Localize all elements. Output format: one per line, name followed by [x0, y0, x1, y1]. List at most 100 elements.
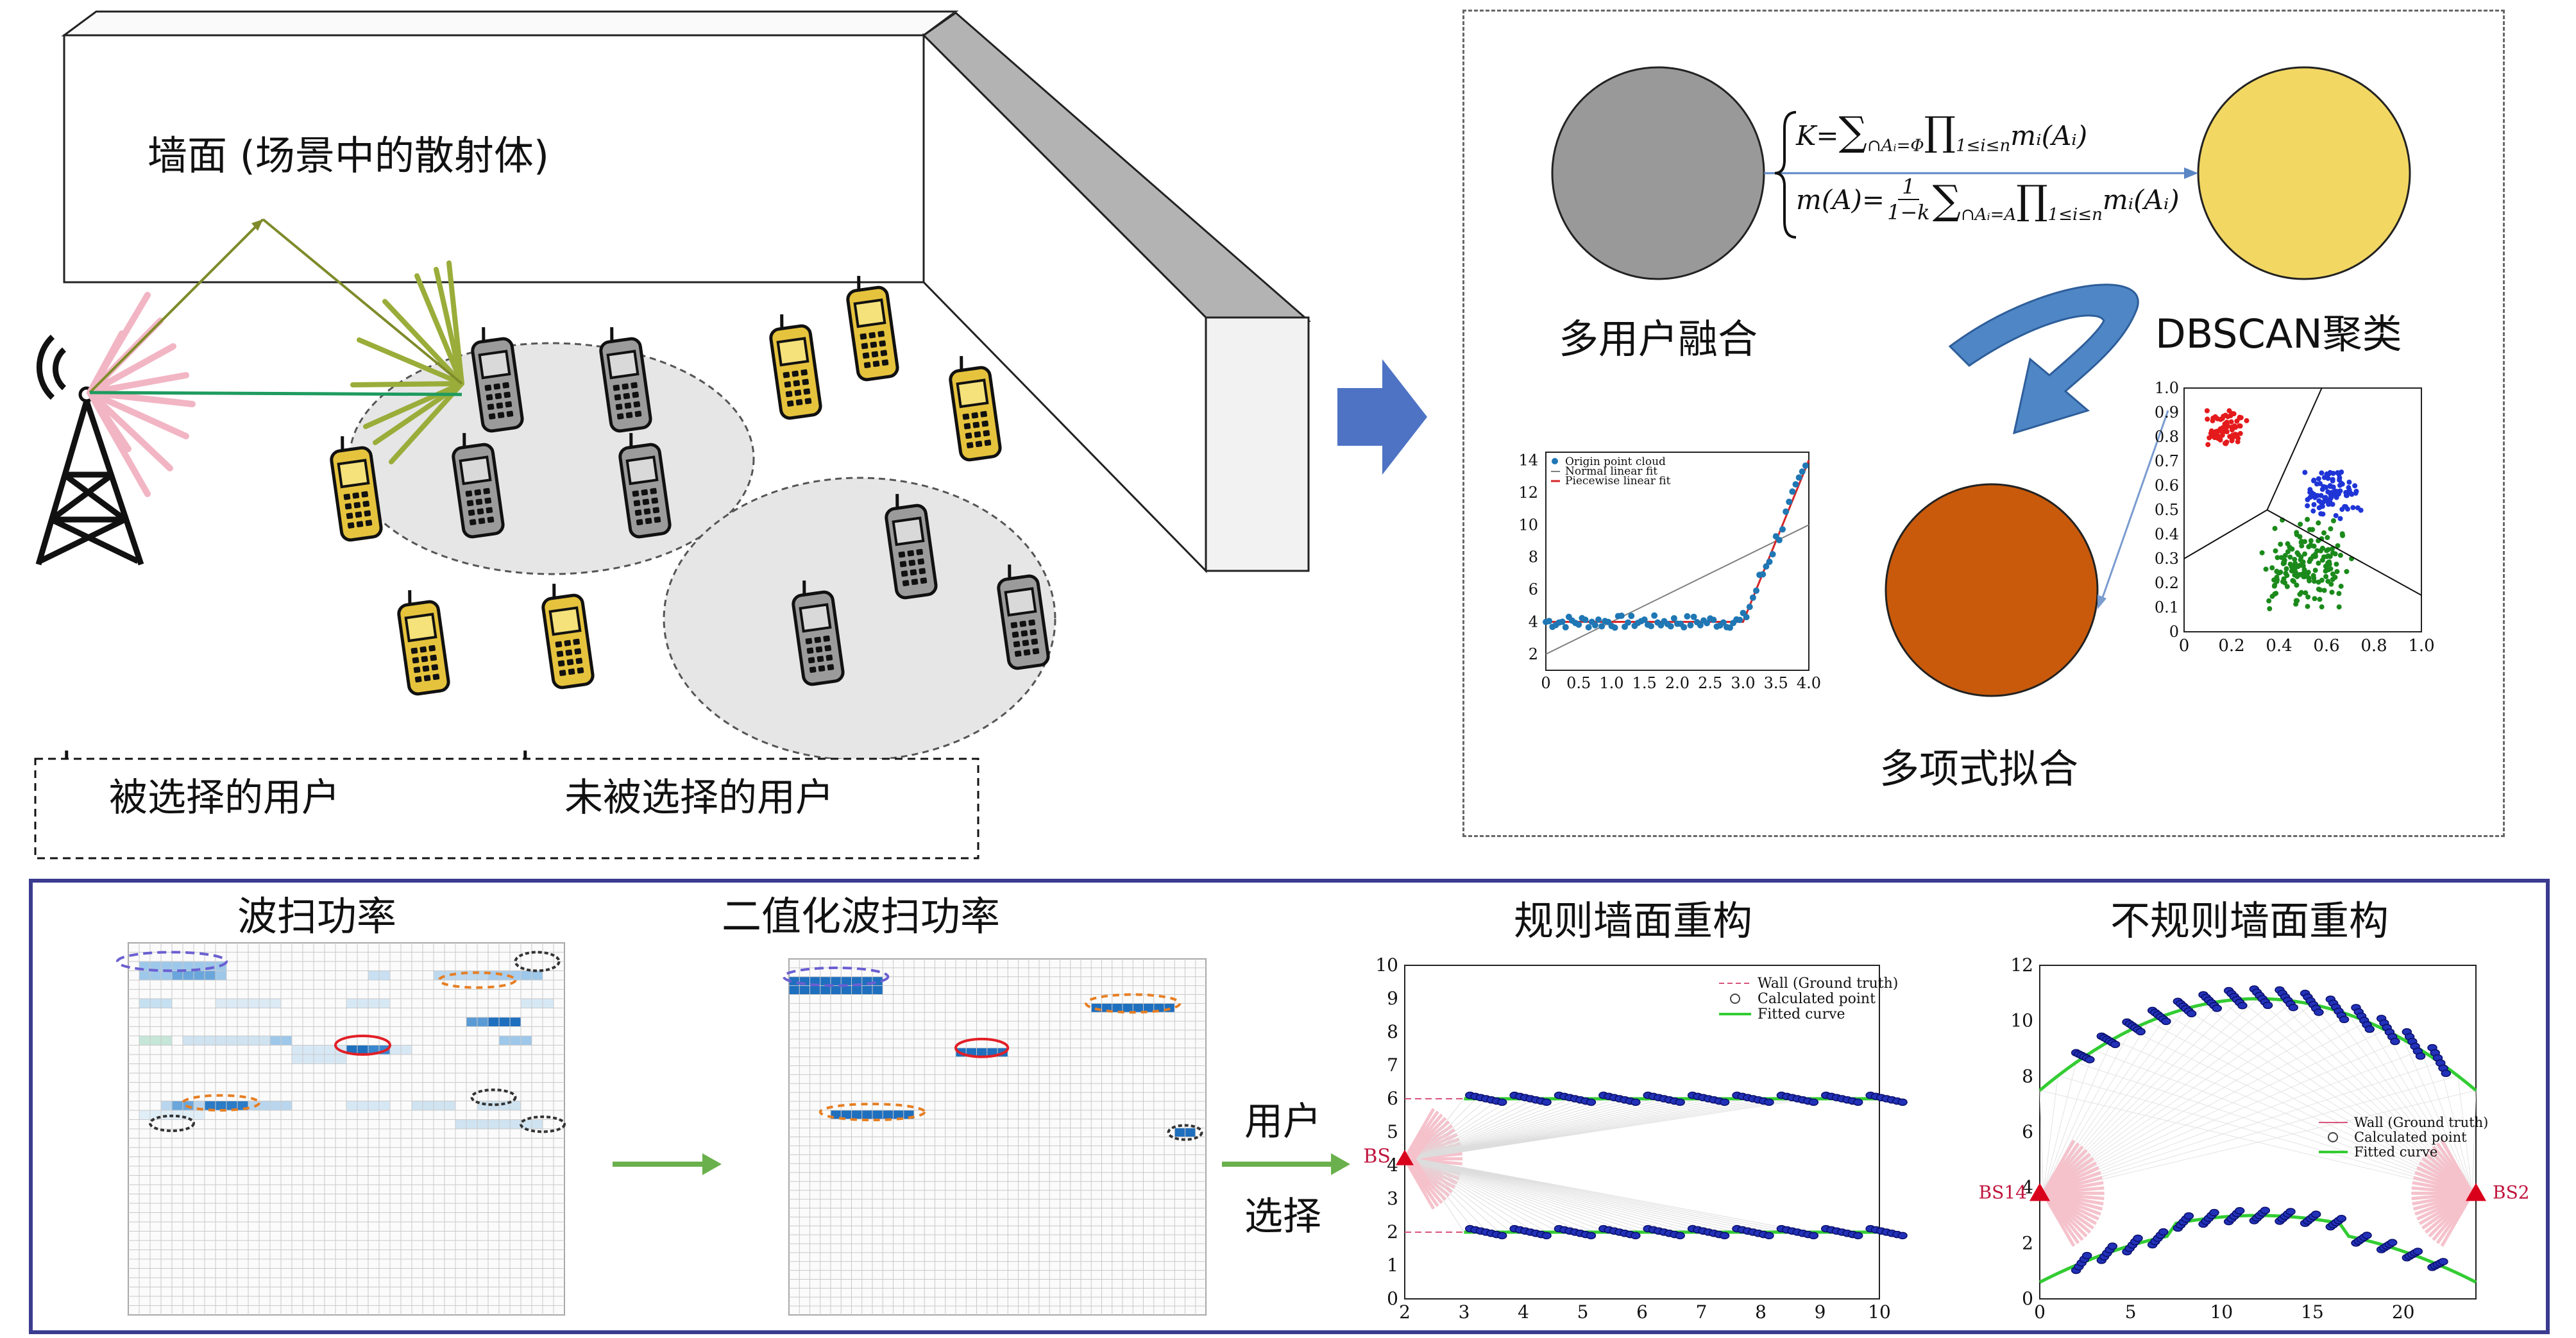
cluster-point	[2218, 428, 2224, 434]
data-point	[1736, 616, 1743, 623]
ray-line	[2148, 1021, 2473, 1194]
cluster-point	[2338, 584, 2344, 589]
cluster-point	[2320, 511, 2326, 517]
data-point	[1651, 612, 1658, 619]
tick-label: 2	[1387, 1221, 1398, 1242]
ray-line	[1416, 1158, 1595, 1233]
cluster-point	[2353, 490, 2359, 496]
tick-label: 9	[1387, 988, 1398, 1009]
cluster-point	[2294, 582, 2300, 588]
legend-marker	[1730, 994, 1740, 1004]
calculated-point	[2362, 1232, 2372, 1239]
calculated-point	[2285, 1208, 2296, 1215]
cluster-point	[2244, 418, 2250, 423]
tick-label: 6	[1529, 580, 1538, 598]
cluster-point	[2281, 576, 2287, 582]
data-point	[1611, 624, 1618, 631]
cluster-point	[2358, 507, 2364, 513]
user-cluster-ellipse-1	[348, 342, 755, 575]
cluster-point	[2330, 577, 2335, 582]
calculated-point	[1496, 1098, 1507, 1106]
cluster-point	[2318, 500, 2324, 505]
legend-label: Wall (Ground truth)	[1758, 976, 1898, 992]
ray-line	[1416, 1158, 1524, 1233]
beam-ray	[2440, 1139, 2474, 1194]
cluster-point	[2278, 555, 2284, 561]
cluster-point	[2325, 499, 2330, 505]
ray-line	[2043, 1075, 2458, 1194]
cluster-point	[2329, 546, 2335, 552]
ray-line	[2457, 1076, 2473, 1194]
cluster-point	[2272, 525, 2278, 531]
data-point	[1759, 571, 1767, 578]
tick-label: 1.0	[2155, 379, 2179, 397]
highlight-ellipse	[182, 1094, 260, 1112]
ray-line	[2043, 1049, 2422, 1194]
cluster-point	[2326, 567, 2332, 573]
cluster-point	[2328, 581, 2334, 587]
data-point	[1779, 526, 1786, 533]
ray-line	[1416, 1098, 1488, 1159]
cluster-point	[2330, 518, 2336, 523]
flow-arrow-right-icon	[1337, 359, 1427, 475]
ray-line	[1416, 1098, 1654, 1160]
poly-label: 多项式拟合	[1879, 745, 2079, 792]
formula-k-row: K=∑∩Aᵢ=Φ∏1≤i≤nmᵢ(Aᵢ)	[1796, 108, 2088, 156]
data-point	[1582, 616, 1589, 623]
tick-label: 9	[1815, 1301, 1826, 1323]
calculated-point	[2158, 1228, 2169, 1236]
cluster-point	[2292, 570, 2298, 575]
boundary-line	[2267, 509, 2422, 596]
tick-label: 0.6	[2313, 636, 2339, 656]
cluster-point	[2342, 504, 2348, 509]
cluster-point	[2300, 571, 2306, 577]
tick-label: 2.0	[1665, 674, 1690, 692]
bs-marker	[2029, 1183, 2050, 1201]
phone-selected-icon	[471, 327, 524, 433]
phone-unselected-icon	[769, 314, 822, 420]
cluster-point	[2319, 577, 2325, 583]
cluster-point	[2287, 554, 2293, 560]
tick-label: 0.5	[2155, 501, 2179, 519]
phone-unselected-icon	[949, 356, 1002, 462]
legend-marker	[1552, 458, 1558, 464]
beam-pattern-green	[350, 260, 464, 464]
calculated-point	[2133, 1234, 2143, 1242]
cluster-point	[2311, 477, 2317, 483]
cluster-point	[2205, 416, 2210, 422]
ray-line	[2043, 1076, 2058, 1194]
tick-label: 2	[2022, 1232, 2033, 1253]
phone-unselected-icon	[846, 276, 899, 382]
tick-label: 8	[2022, 1065, 2033, 1087]
flow-arrow-green-2-icon	[1222, 1153, 1350, 1175]
tick-label: 4	[1387, 1155, 1398, 1176]
scene-illustration	[34, 10, 1312, 860]
highlight-ellipse	[1167, 1124, 1203, 1141]
ray-line	[1416, 1098, 1702, 1160]
cluster-point	[2336, 591, 2342, 597]
ray-line	[2058, 1075, 2473, 1194]
legend-label: Fitted curve	[1758, 1006, 1845, 1022]
calculated-point	[2288, 1004, 2298, 1012]
highlight-ellipse	[1085, 993, 1182, 1014]
phone-selected-icon	[618, 433, 672, 539]
tick-label: 10	[1868, 1301, 1891, 1323]
normal-fit-line	[1545, 524, 1809, 655]
cluster-point	[2318, 493, 2324, 498]
legend-label: Calculated point	[1758, 991, 1876, 1007]
calculated-point	[2110, 1040, 2121, 1048]
tick-label: 2	[1399, 1301, 1411, 1323]
tick-label: 0	[2022, 1288, 2033, 1309]
data-point	[1753, 587, 1759, 594]
cluster-point	[2319, 545, 2325, 551]
cluster-point	[2302, 551, 2308, 557]
cluster-point	[2230, 432, 2235, 438]
data-point	[1591, 622, 1598, 629]
cluster-point	[2269, 593, 2275, 599]
cluster-point	[2217, 416, 2223, 422]
cluster-point	[2274, 569, 2280, 575]
data-point	[1789, 488, 1796, 495]
cluster-point	[2319, 470, 2325, 476]
cluster-point	[2310, 573, 2316, 579]
